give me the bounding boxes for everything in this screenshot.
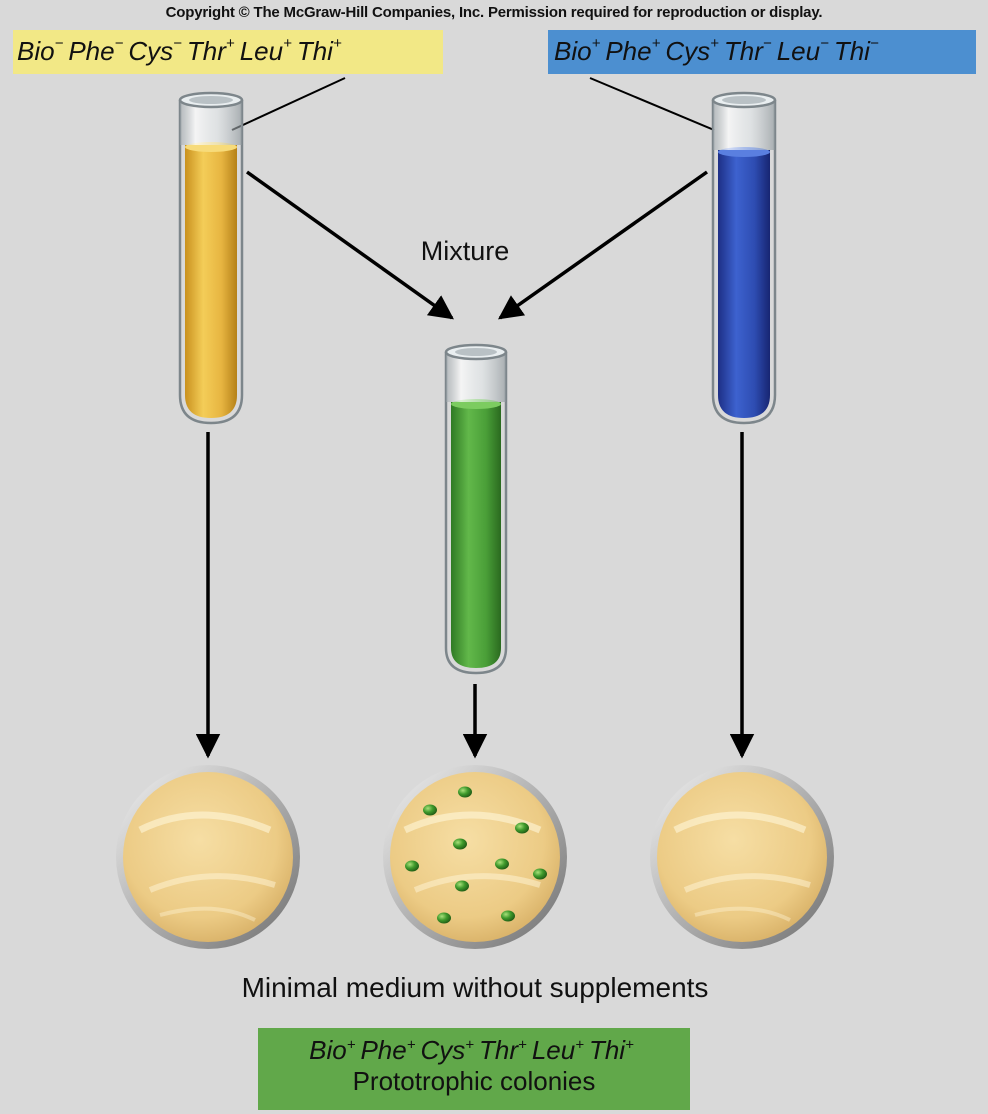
gene-leu: Leu− (776, 35, 829, 66)
gene-thr: Thr+ (186, 35, 235, 66)
gene-phe: Phe+ (360, 1035, 416, 1065)
gene-phe: Phe+ (605, 35, 661, 66)
left-strain-genotype: Bio−Phe−Cys−Thr+Leu+Thi+ (13, 30, 443, 74)
right-strain-genes: Bio+Phe+Cys+Thr−Leu−Thi− (554, 35, 884, 66)
gene-cys: Cys+ (665, 35, 719, 66)
gene-cys: Cys− (128, 35, 182, 66)
right-strain-genotype: Bio+Phe+Cys+Thr−Leu−Thi− (548, 30, 976, 74)
colony (501, 910, 515, 922)
middle-plate (383, 765, 567, 949)
left-plate (116, 765, 300, 949)
colony (533, 868, 547, 880)
colony (515, 822, 529, 834)
colony (458, 786, 472, 798)
gene-thr: Thr+ (479, 1035, 527, 1065)
right-test-tube (711, 91, 777, 425)
gene-thi: Thi− (833, 35, 879, 66)
gene-bio: Bio+ (309, 1035, 356, 1065)
gene-thi: Thi+ (588, 1035, 634, 1065)
right-leader-line (589, 77, 715, 131)
right-to-mixture-arrow (497, 170, 709, 320)
medium-label: Minimal medium without supplements (241, 972, 709, 1003)
colony (437, 912, 451, 924)
copyright-notice: Copyright © The McGraw-Hill Companies, I… (165, 4, 823, 21)
colony (423, 804, 437, 816)
colony (453, 838, 467, 850)
mixture-test-tube (444, 343, 508, 675)
colony (405, 860, 419, 872)
gene-thr: Thr− (723, 35, 772, 66)
gene-cys: Cys+ (420, 1035, 475, 1065)
colony (455, 880, 469, 892)
result-genes: Bio+Phe+Cys+Thr+Leu+Thi+ (309, 1036, 639, 1065)
result-box: Bio+Phe+Cys+Thr+Leu+Thi+ Prototrophic co… (258, 1028, 690, 1110)
result-description: Prototrophic colonies (352, 1065, 596, 1096)
mixture-label: Mixture (420, 236, 510, 266)
gene-leu: Leu+ (239, 35, 292, 66)
colony (495, 858, 509, 870)
left-leader-line (231, 77, 346, 131)
gene-thi: Thi+ (296, 35, 342, 66)
left-test-tube (178, 91, 244, 425)
left-strain-genes: Bio−Phe−Cys−Thr+Leu+Thi+ (17, 35, 347, 66)
left-to-mixture-arrow (245, 170, 454, 320)
gene-bio: Bio− (17, 35, 64, 66)
gene-phe: Phe− (68, 35, 124, 66)
right-plate (650, 765, 834, 949)
gene-bio: Bio+ (554, 35, 601, 66)
gene-leu: Leu+ (531, 1035, 584, 1065)
